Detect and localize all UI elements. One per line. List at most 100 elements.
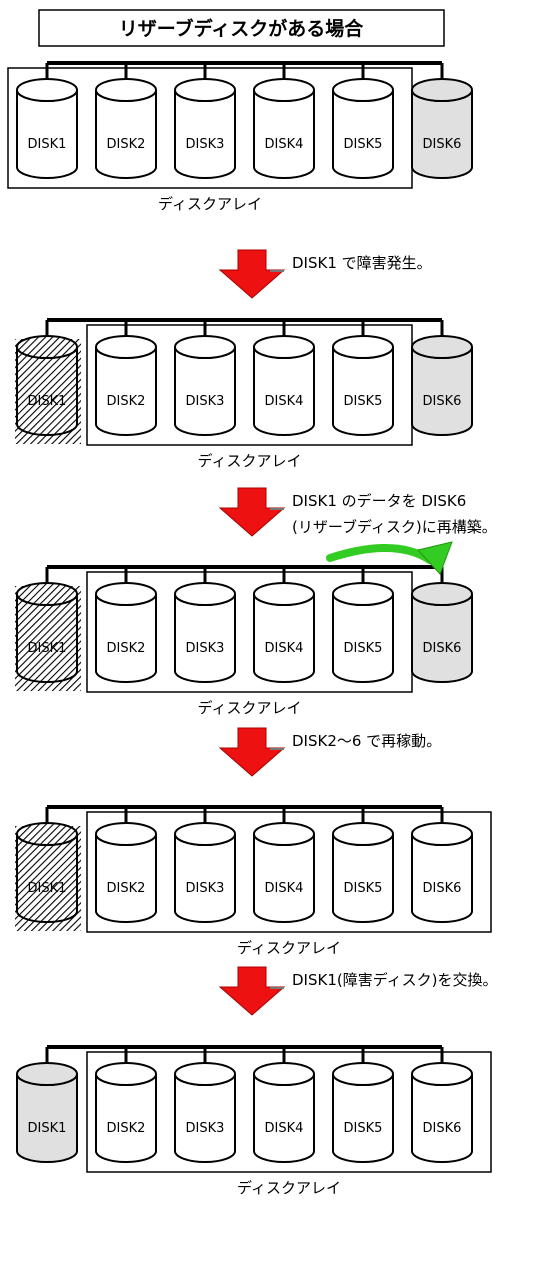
disk-top [253, 822, 315, 846]
disk-1: DISK1 [16, 1047, 78, 1163]
disk-label: DISK6 [423, 881, 462, 896]
step-caption: DISK1 のデータを DISK6 [292, 492, 466, 510]
rebuild-arrow-head [417, 541, 453, 575]
disk-4: DISK4 [253, 320, 315, 436]
disk-top [253, 78, 315, 102]
disk-top [16, 335, 78, 359]
step-2: DISK1 のデータを DISK6(リザーブディスク)に再構築。 [218, 487, 497, 537]
step-caption: DISK1 で障害発生。 [292, 254, 432, 272]
disk-label: DISK6 [423, 1121, 462, 1136]
disk-top [411, 822, 473, 846]
disk-cylinder [253, 1073, 315, 1163]
rebuild-arrow-shaft [326, 544, 434, 564]
disk-label: DISK4 [265, 881, 304, 896]
disk-2: DISK2 [95, 63, 157, 179]
disk-6: DISK6 [411, 1047, 473, 1163]
disk-1: DISK1 [15, 567, 81, 691]
step-arrow [218, 727, 286, 777]
disk-label: DISK4 [265, 394, 304, 409]
disk-label: DISK3 [186, 394, 225, 409]
disk-cylinder [95, 346, 157, 436]
array-label: ディスクアレイ [158, 195, 262, 213]
disk-label: DISK5 [344, 881, 383, 896]
disk-top [95, 78, 157, 102]
disk-cylinder [174, 346, 236, 436]
disk-cylinder [411, 1073, 473, 1163]
disk-top [332, 335, 394, 359]
disk-5: DISK5 [332, 1047, 394, 1163]
disk-top [253, 335, 315, 359]
disk-cylinder [16, 593, 78, 683]
disk-label: DISK5 [344, 641, 383, 656]
array-label: ディスクアレイ [237, 939, 341, 957]
disk-3: DISK3 [174, 63, 236, 179]
step-caption: DISK1(障害ディスク)を交換。 [292, 971, 498, 989]
disk-cylinder [95, 833, 157, 923]
disk-top [95, 822, 157, 846]
disk-cylinder [16, 89, 78, 179]
disk-cylinder [411, 833, 473, 923]
disk-5: DISK5 [332, 63, 394, 179]
disk-cylinder [16, 833, 78, 923]
disk-1: DISK1 [15, 807, 81, 931]
disk-top [253, 1062, 315, 1086]
disk-top [411, 78, 473, 102]
disk-top [174, 78, 236, 102]
disk-top [411, 335, 473, 359]
disk-cylinder [332, 1073, 394, 1163]
disk-top [95, 1062, 157, 1086]
disk-label: DISK6 [423, 394, 462, 409]
disk-label: DISK3 [186, 641, 225, 656]
disk-cylinder [174, 833, 236, 923]
disk-label: DISK1 [28, 394, 67, 409]
disk-label: DISK6 [423, 641, 462, 656]
disk-6: DISK6 [411, 63, 473, 179]
disk-3: DISK3 [174, 567, 236, 683]
disk-cylinder [174, 89, 236, 179]
disk-6: DISK6 [411, 567, 473, 683]
disk-cylinder [16, 346, 78, 436]
step-1: DISK1 で障害発生。 [218, 249, 432, 299]
disk-label: DISK5 [344, 394, 383, 409]
disk-label: DISK2 [107, 881, 146, 896]
disk-cylinder [332, 346, 394, 436]
disk-5: DISK5 [332, 320, 394, 436]
disk-top [411, 1062, 473, 1086]
disk-cylinder [95, 593, 157, 683]
disk-3: DISK3 [174, 320, 236, 436]
disk-cylinder [95, 89, 157, 179]
step-arrow [218, 249, 286, 299]
disk-top [16, 1062, 78, 1086]
disk-cylinder [253, 833, 315, 923]
disk-4: DISK4 [253, 1047, 315, 1163]
disk-top [174, 1062, 236, 1086]
disk-top [174, 335, 236, 359]
disk-6: DISK6 [411, 320, 473, 436]
disk-4: DISK4 [253, 63, 315, 179]
step-arrow [218, 487, 286, 537]
disk-label: DISK3 [186, 1121, 225, 1136]
disk-3: DISK3 [174, 807, 236, 923]
disk-label: DISK6 [423, 137, 462, 152]
disk-cylinder [174, 593, 236, 683]
disk-top [332, 1062, 394, 1086]
disk-top [95, 582, 157, 606]
disk-top [174, 822, 236, 846]
disk-cylinder [332, 833, 394, 923]
disk-cylinder [253, 89, 315, 179]
disk-top [16, 822, 78, 846]
disk-3: DISK3 [174, 1047, 236, 1163]
disk-2: DISK2 [95, 1047, 157, 1163]
disk-top [95, 335, 157, 359]
disk-5: DISK5 [332, 567, 394, 683]
disk-cylinder [411, 89, 473, 179]
rebuild-arrow [326, 541, 453, 575]
disk-label: DISK3 [186, 137, 225, 152]
disk-2: DISK2 [95, 567, 157, 683]
disk-cylinder [411, 346, 473, 436]
disk-top [16, 78, 78, 102]
